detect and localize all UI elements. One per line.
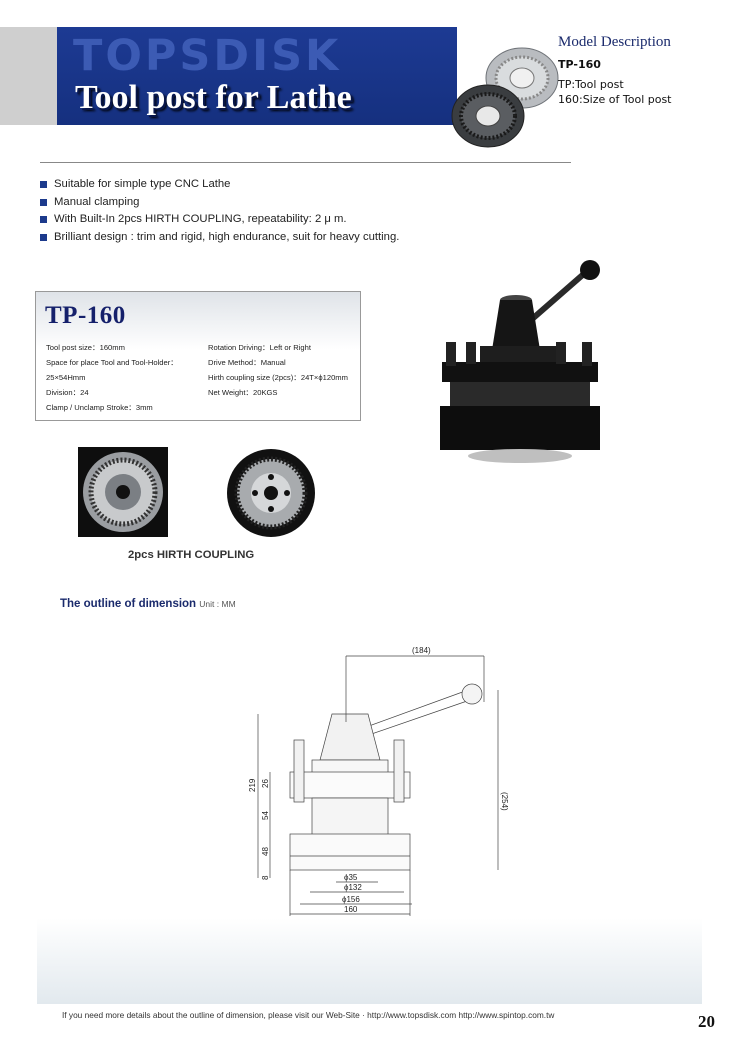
dim-26: 26: [261, 779, 270, 788]
dim-254: (254): [500, 792, 509, 811]
dimension-drawing: (184) (254) 219 26 54 48 8 ϕ35 ϕ132 ϕ156…: [248, 646, 509, 916]
spec-title: TP-160: [45, 302, 126, 329]
dim-phi156: ϕ156: [342, 895, 360, 904]
page-number: 20: [698, 1012, 715, 1031]
outline-heading: The outline of dimension Unit : MM: [60, 598, 236, 610]
dim-8: 8: [261, 875, 270, 880]
spec-line: Tool post size：160mm: [46, 343, 125, 352]
model-line-2: 160:Size of Tool post: [558, 93, 672, 106]
feature-item: With Built-In 2pcs HIRTH COUPLING, repea…: [40, 211, 399, 229]
brand-logo-text: TOPSDISK: [73, 31, 342, 81]
dim-54: 54: [261, 811, 270, 820]
header-divider: [40, 162, 571, 163]
model-line-1: TP:Tool post: [558, 78, 624, 91]
spec-line: Space for place Tool and Tool-Holder：: [46, 358, 178, 367]
header-banner: TOPSDISK Tool post for Lathe: [57, 27, 457, 125]
spec-box: TP-160 Tool post size：160mm Space for pl…: [35, 291, 361, 421]
page-title: Tool post for Lathe: [75, 79, 352, 116]
dim-48: 48: [261, 847, 270, 856]
spec-line: 25×54Hmm: [46, 373, 86, 382]
footer-gradient: [37, 918, 702, 1004]
spec-line: Drive Method：Manual: [208, 358, 286, 367]
spec-line: Rotation Driving：Left or Right: [208, 343, 311, 352]
hirth-disk-image: [451, 47, 559, 148]
tool-post-photo: [440, 260, 600, 463]
feature-list: Suitable for simple type CNC Lathe Manua…: [40, 176, 399, 246]
outline-unit: Unit : MM: [199, 599, 236, 609]
spec-line: Division：24: [46, 388, 89, 397]
dim-phi132: ϕ132: [344, 883, 362, 892]
dim-160: 160: [344, 905, 358, 914]
spec-line: Clamp / Unclamp Stroke：3mm: [46, 403, 153, 412]
dim-219: 219: [248, 778, 257, 792]
coupling-photo-1: [78, 447, 168, 537]
footer-note: If you need more details about the outli…: [62, 1010, 555, 1020]
coupling-caption: 2pcs HIRTH COUPLING: [128, 549, 255, 561]
dim-184: (184): [412, 646, 431, 655]
feature-item: Suitable for simple type CNC Lathe: [40, 176, 399, 194]
spec-line: Hirth coupling size (2pcs)：24T×ϕ120mm: [208, 373, 348, 382]
model-code: TP-160: [558, 58, 601, 71]
feature-item: Manual clamping: [40, 194, 399, 212]
outline-heading-text: The outline of dimension: [60, 598, 197, 610]
header-gray-block: [0, 27, 57, 125]
spec-line: Net Weight：20KGS: [208, 388, 278, 397]
spec-left-column: Tool post size：160mm Space for place Too…: [46, 340, 178, 415]
coupling-photo-2: [227, 449, 315, 537]
dim-phi35: ϕ35: [344, 873, 358, 882]
model-description-heading: Model Description: [558, 34, 671, 50]
feature-item: Brilliant design : trim and rigid, high …: [40, 229, 399, 247]
spec-right-column: Rotation Driving：Left or Right Drive Met…: [208, 340, 348, 400]
